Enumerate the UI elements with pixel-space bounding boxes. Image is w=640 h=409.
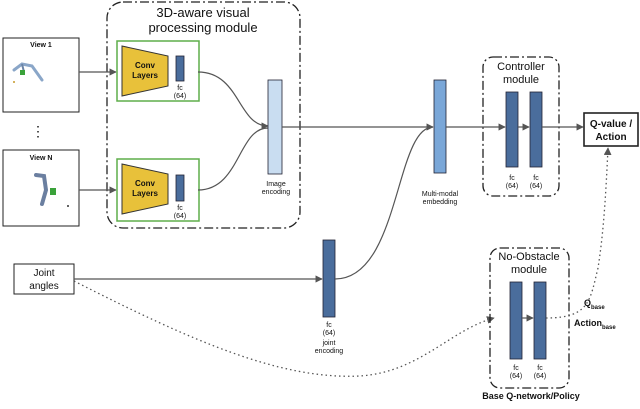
controller-fc1-size: (64) (506, 183, 518, 190)
base-network-caption: Base Q-network/Policy (482, 391, 580, 401)
no-obstacle-fc1-size: (64) (510, 373, 522, 380)
image-encoding-label-2: encoding (262, 189, 291, 196)
controller-title-2: module (503, 74, 539, 86)
multimodal-embedding-bar (433, 79, 447, 174)
fc-layer-2 (175, 174, 185, 202)
robot-arm-view1-image (12, 62, 44, 83)
controller-title-1: Controller (497, 61, 545, 73)
image-encoding-bar (267, 79, 283, 175)
q-base-label: Qbase (584, 298, 605, 311)
visual-module-box (106, 1, 301, 229)
fc2-size: (64) (174, 213, 186, 220)
no-obstacle-title-1: No-Obstacle (498, 251, 559, 263)
viewN-frame (2, 149, 80, 227)
no-obstacle-fc2-size: (64) (534, 373, 546, 380)
fc1-size: (64) (174, 93, 186, 100)
viewN-label: View N (30, 155, 53, 162)
visual-module-title-1: 3D-aware visual (156, 5, 249, 20)
conv-label-1a: Conv (135, 61, 156, 70)
action-base-label: Actionbase (574, 318, 616, 331)
arrow-fc2-to-image-encoding (197, 127, 269, 191)
controller-fc-2 (529, 91, 543, 168)
no-obstacle-fc1-label: fc (513, 365, 519, 372)
no-obstacle-fc-2 (533, 281, 547, 360)
cnn-block-1 (116, 40, 200, 102)
fc2-label: fc (177, 205, 183, 212)
view1-label: View 1 (30, 42, 52, 49)
joint-fc-size: (64) (323, 330, 335, 337)
joint-encoding-label-1: joint (322, 340, 336, 347)
arrow-fc1-to-image-encoding (197, 71, 269, 130)
no-obstacle-fc2-label: fc (537, 365, 543, 372)
joint-angles-box (13, 263, 75, 295)
controller-fc-1 (505, 91, 519, 168)
output-label-1: Q-value / (590, 119, 632, 130)
controller-fc2-size: (64) (530, 183, 542, 190)
views-ellipsis: ⋮ (31, 123, 45, 139)
output-box (583, 112, 639, 147)
no-obstacle-fc-1 (509, 281, 523, 360)
joint-angles-label-2: angles (29, 281, 58, 292)
view1-frame (2, 37, 80, 113)
output-label-2: Action (595, 132, 626, 143)
fc-layer-1 (175, 55, 185, 82)
fc1-label: fc (177, 85, 183, 92)
arrow-joint-enc-to-multimodal (334, 126, 434, 280)
no-obstacle-module-box (489, 247, 570, 389)
dotted-joint-to-base (73, 280, 495, 377)
visual-module-title-2: processing module (148, 20, 257, 35)
conv-label-1b: Layers (132, 71, 158, 80)
no-obstacle-title-2: module (511, 264, 547, 276)
joint-encoding-fc (322, 239, 336, 318)
joint-encoding-label-2: encoding (315, 348, 344, 355)
multimodal-label-1: Multi-modal (422, 191, 459, 198)
controller-fc1-label: fc (509, 175, 515, 182)
multimodal-label-2: embedding (423, 199, 458, 206)
conv-layers-1 (121, 45, 169, 97)
controller-fc2-label: fc (533, 175, 539, 182)
robot-arm-viewN-image (34, 173, 69, 207)
joint-fc-label: fc (326, 322, 332, 329)
conv-label-2b: Layers (132, 189, 158, 198)
conv-layers-2 (121, 163, 169, 215)
joint-angles-label-1: Joint (33, 268, 54, 279)
image-encoding-label-1: Image (266, 181, 286, 188)
conv-label-2a: Conv (135, 179, 156, 188)
dotted-base-to-output (545, 147, 612, 319)
